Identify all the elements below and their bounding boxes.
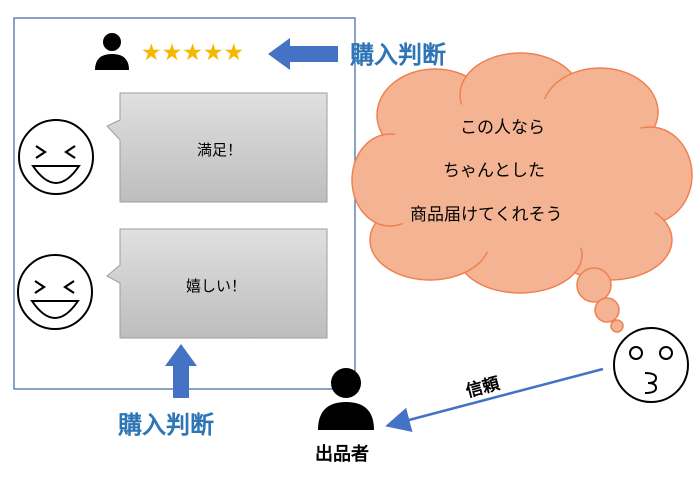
thought-dot-small [610,319,624,333]
seller-label: 出品者 [315,443,369,465]
thought-cloud [351,52,693,333]
happy-face-1-icon [18,119,94,195]
purchase-decision-arrow-bottom [165,344,197,398]
review-bubble-1 [106,92,328,203]
thought-line-1: この人なら [460,118,545,138]
purchase-decision-label-bottom: 購入判断 [118,411,214,439]
buyer-face-icon [613,327,689,403]
purchase-decision-arrow-top [268,38,338,70]
reviewer-avatar-icon [95,33,129,70]
happy-face-2-icon [17,254,93,330]
trust-arrow [385,367,604,433]
star-rating: ★★★★★ [141,40,244,66]
thought-line-2: ちゃんとした [443,161,545,181]
seller-avatar-icon [318,368,374,430]
review-bubble-2 [106,228,328,339]
review-text-2: 嬉しい！ [186,277,246,295]
thought-dot-medium [594,297,620,323]
review-text-1: 満足！ [197,141,242,159]
thought-line-3: 商品届けてくれそう [410,205,563,225]
thought-dot-large [576,267,612,303]
purchase-decision-label-top: 購入判断 [350,41,446,69]
